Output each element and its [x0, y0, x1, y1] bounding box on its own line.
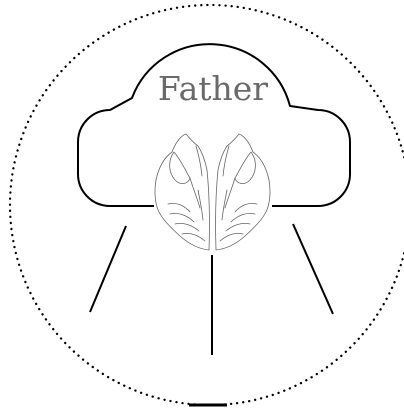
ray-right [293, 224, 333, 314]
cloud-label: Father [158, 69, 268, 108]
ray-left [90, 226, 126, 312]
open-hands-icon [155, 134, 270, 250]
